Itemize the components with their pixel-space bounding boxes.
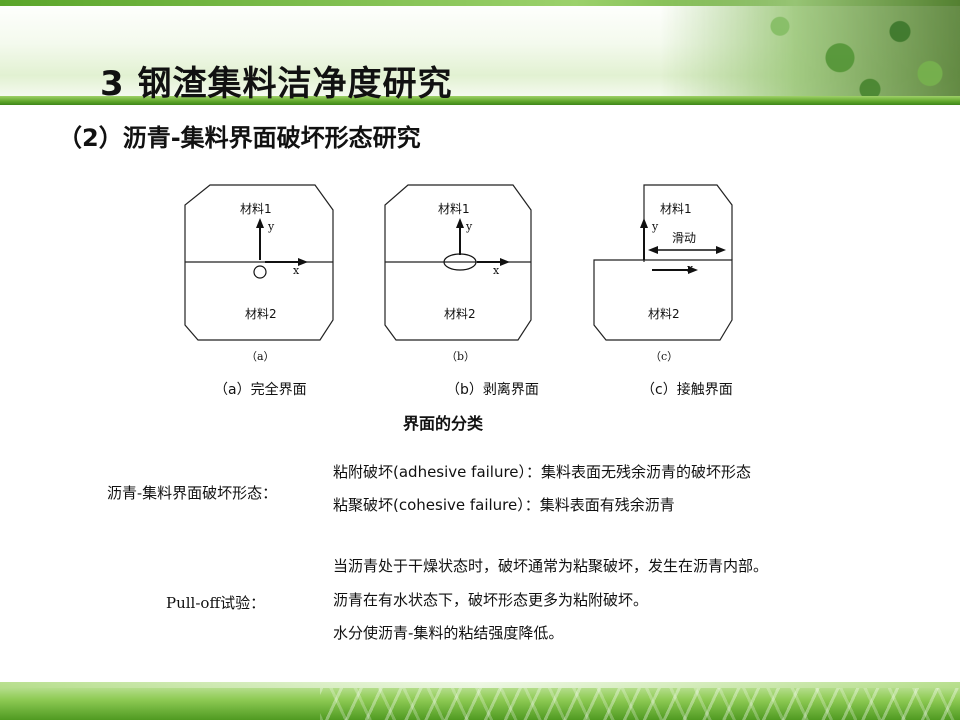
failure-mode-item: 粘聚破坏(cohesive failure）：集料表面有残余沥青 [333, 496, 675, 514]
material-2-label: 材料2 [444, 307, 476, 321]
slide-label: 滑动 [672, 231, 697, 245]
material-1-label: 材料1 [240, 202, 272, 216]
failure-mode-item: 粘附破坏(adhesive failure）：集料表面无残余沥青的破坏形态 [333, 463, 752, 481]
pull-off-item: 水分使沥青-集料的粘结强度降低。 [333, 624, 564, 642]
diagram-a-shape [184, 184, 334, 341]
caption-a: （a）完全界面 [214, 382, 307, 398]
caption-b: （b）剥离界面 [446, 382, 539, 398]
figure-caption: 界面的分类 [403, 414, 484, 433]
y-axis-label: y [466, 220, 473, 233]
material-2-label: 材料2 [245, 307, 277, 321]
x-axis-label: x [687, 262, 694, 275]
material-1-label: 材料1 [660, 202, 692, 216]
caption-c: （c）接触界面 [641, 382, 733, 398]
panel-label: （c） [650, 350, 679, 363]
x-axis-label: x [493, 264, 500, 277]
diagram-c-shape [593, 184, 733, 341]
failure-modes-label: 沥青-集料界面破坏形态： [107, 484, 278, 502]
material-2-label: 材料2 [648, 307, 680, 321]
pull-off-item: 沥青在有水状态下，破坏形态更多为粘附破坏。 [333, 591, 649, 609]
y-axis-label: y [268, 220, 275, 233]
grass-decoration [320, 688, 960, 720]
section-title: （2）沥青-集料界面破坏形态研究 [58, 124, 421, 152]
top-strip [0, 0, 960, 6]
y-axis-label: y [652, 220, 659, 233]
pull-off-item: 当沥青处于干燥状态时，破坏通常为粘聚破坏，发生在沥青内部。 [333, 557, 769, 575]
foliage-decoration [660, 0, 960, 105]
diagram-b-shape [384, 184, 532, 341]
x-axis-label: x [293, 264, 300, 277]
title-underline-bar [0, 96, 960, 105]
diagram-a: 材料1 y x 材料2 （a） [180, 180, 340, 370]
diagram-c: 材料1 y 滑动 x 材料2 （c） [592, 180, 752, 370]
diagram-b: 材料1 y x 材料2 （b） [380, 180, 540, 370]
material-1-label: 材料1 [438, 202, 470, 216]
panel-label: （b） [446, 350, 476, 363]
slide-title: 3 钢渣集料洁净度研究 [100, 64, 453, 104]
pull-off-label: Pull-off试验： [166, 594, 266, 612]
top-banner [0, 0, 960, 108]
bottom-stripe [0, 682, 960, 688]
panel-label: （a） [246, 350, 275, 363]
bottom-banner [0, 682, 960, 720]
